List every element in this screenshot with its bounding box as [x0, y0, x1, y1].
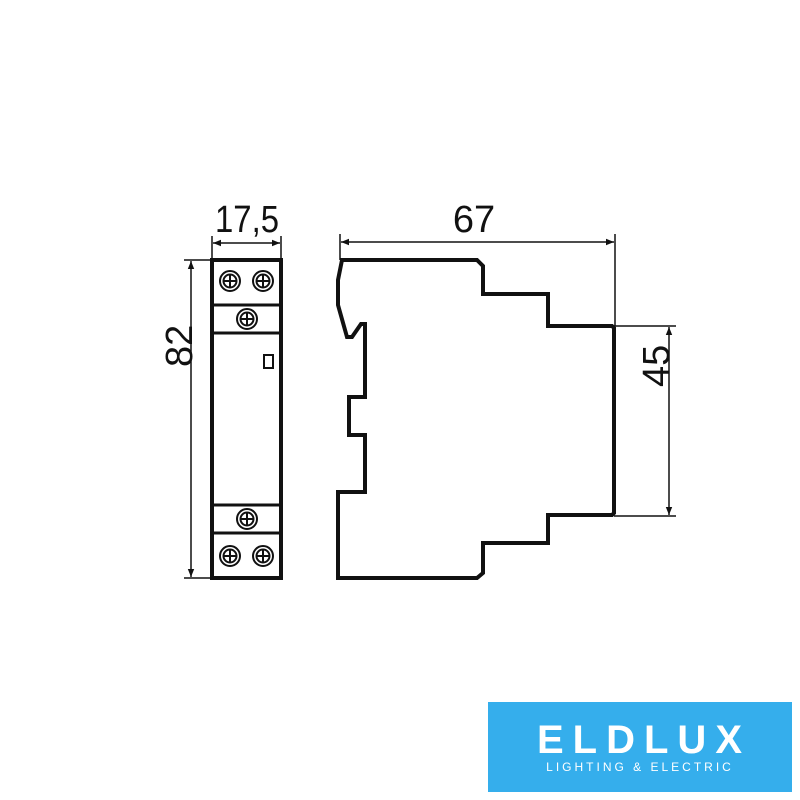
front-height-dimension-label: 45 — [636, 345, 678, 387]
depth-dimension-label: 67 — [453, 199, 495, 241]
eldlux-logo: ELDLUX LIGHTING & ELECTRIC — [488, 702, 792, 792]
screw-terminal-icon — [252, 270, 274, 292]
indicator-window — [263, 354, 274, 369]
screw-terminal-icon — [219, 270, 241, 292]
front-body — [210, 258, 283, 580]
height-dimension-label: 82 — [159, 325, 201, 367]
screw-terminal-icon — [236, 508, 258, 530]
logo-brand: ELDLUX — [537, 718, 751, 762]
width-dimension-label: 17,5 — [215, 199, 279, 241]
front-view — [210, 258, 283, 580]
screw-terminal-icon — [219, 545, 241, 567]
screw-terminal-icon — [236, 308, 258, 330]
screw-terminal-icon — [252, 545, 274, 567]
side-profile — [336, 258, 616, 580]
logo-tagline: LIGHTING & ELECTRIC — [546, 760, 734, 774]
